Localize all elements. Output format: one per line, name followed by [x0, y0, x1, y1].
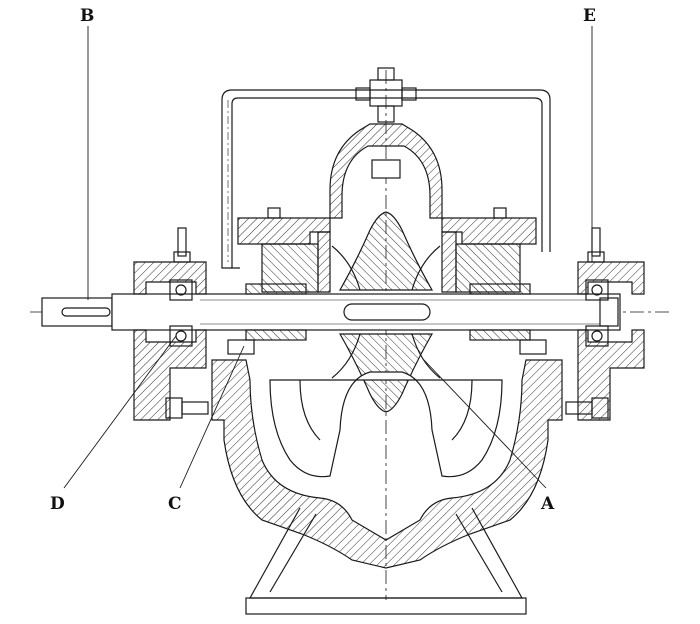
right-bearing-housing [565, 227, 645, 421]
left-bearing-housing [133, 227, 209, 421]
shaft-seals [227, 283, 547, 355]
shaft [41, 293, 621, 331]
leader-lines [63, 26, 593, 489]
upper-flange-left [237, 217, 331, 245]
balance-pipe [221, 67, 551, 269]
label-d: D [50, 494, 65, 514]
leader-a [423, 359, 547, 489]
vent-box [371, 159, 401, 179]
label-c: C [168, 494, 182, 514]
upper-casing-dome [329, 123, 443, 219]
leader-d [63, 335, 177, 489]
label-a: A [541, 494, 555, 514]
label-e: E [583, 6, 596, 26]
leader-c [179, 345, 245, 489]
base-stand [245, 507, 527, 615]
lower-casing-volute [211, 359, 563, 569]
lower-volute-inner [269, 371, 503, 478]
label-b: B [80, 6, 95, 26]
